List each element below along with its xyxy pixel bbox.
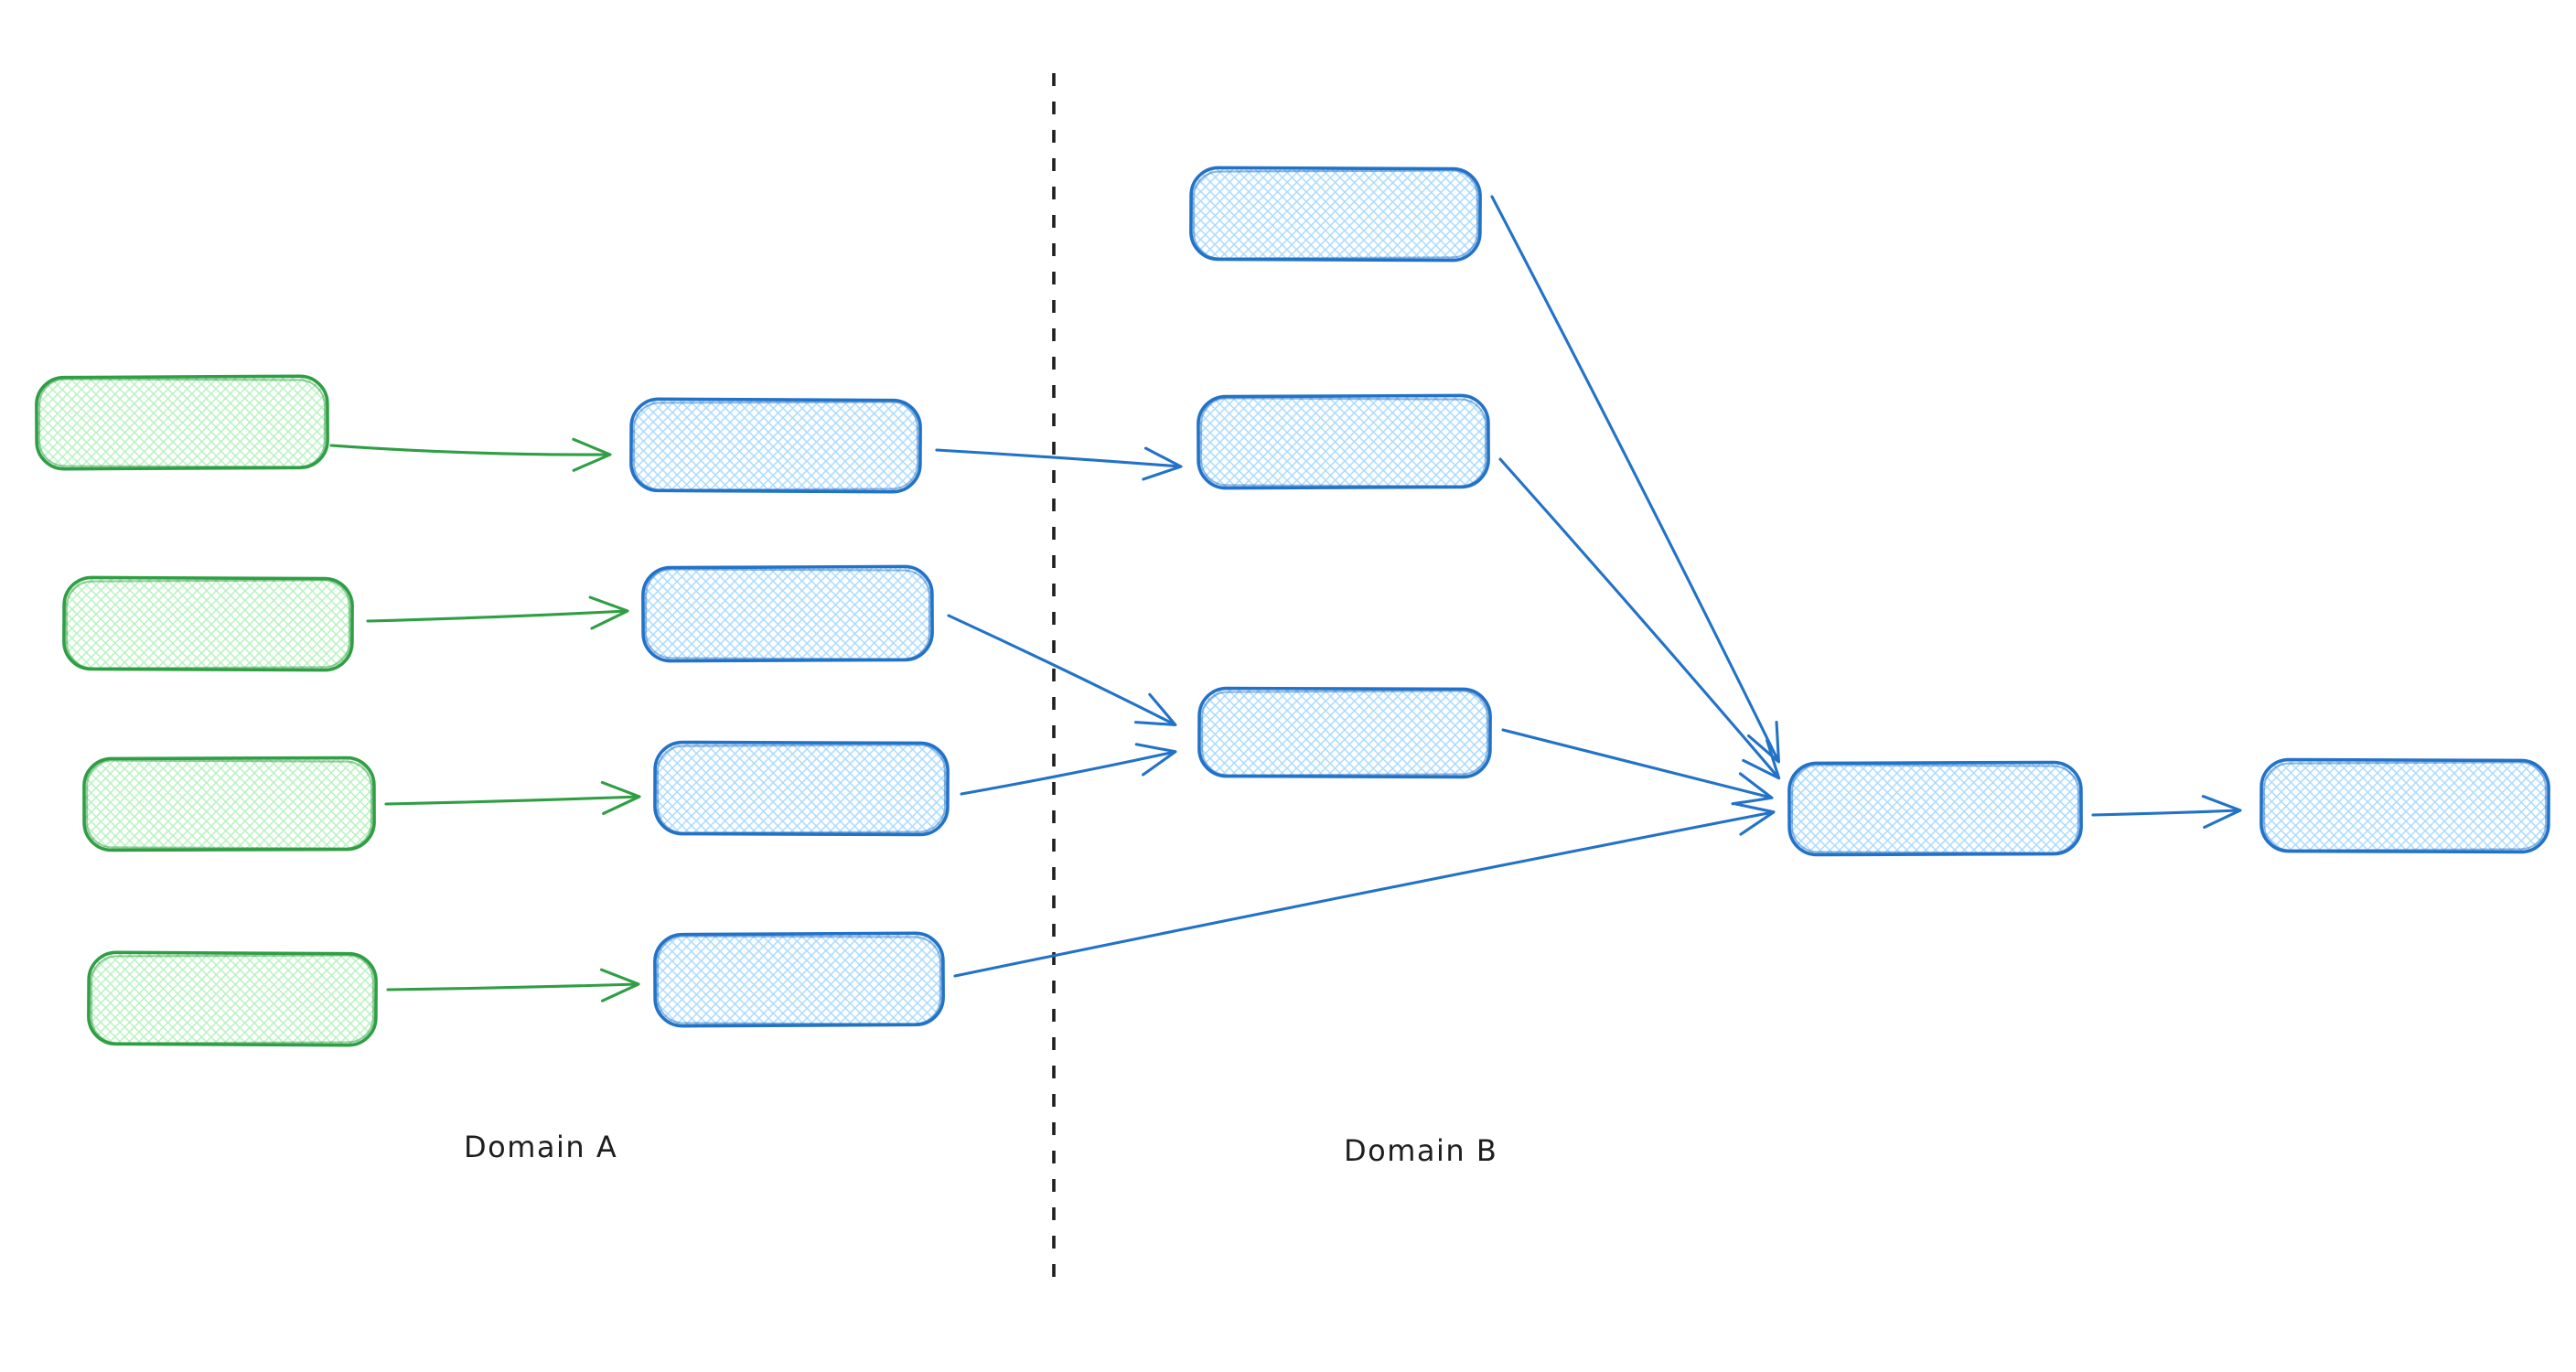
node-a-3-sketch-echo xyxy=(656,744,947,834)
node-b-2-sketch-echo xyxy=(1199,397,1487,488)
domain-b-label: Domain B xyxy=(1344,1133,1497,1168)
node-a-2[interactable] xyxy=(641,564,934,663)
node-green-4[interactable] xyxy=(87,950,378,1047)
node-output-sketch-echo xyxy=(2262,761,2548,852)
arrow-a-1-to-b-2[interactable] xyxy=(935,446,1183,481)
node-b-1[interactable] xyxy=(1189,166,1482,263)
arrow-b-3-to-hub[interactable] xyxy=(1501,728,1774,806)
node-hub[interactable] xyxy=(1787,760,2083,857)
node-hub-body xyxy=(1787,760,2083,857)
node-a-2-body xyxy=(641,564,934,663)
node-green-3-body xyxy=(82,756,376,852)
node-green-3-sketch-echo xyxy=(85,759,373,850)
node-green-2[interactable] xyxy=(62,575,354,672)
arrow-a-2-to-b-3[interactable] xyxy=(947,614,1177,727)
node-a-3[interactable] xyxy=(653,740,950,837)
node-output[interactable] xyxy=(2259,757,2550,854)
node-hub-sketch-echo xyxy=(1790,764,2080,854)
node-green-4-body xyxy=(87,950,378,1047)
arrow-a-4-to-hub[interactable] xyxy=(953,802,1776,978)
arrow-green-2-to-a-2[interactable] xyxy=(366,595,629,630)
node-green-1-body xyxy=(35,374,329,471)
node-b-3-body xyxy=(1197,686,1492,779)
node-a-3-body xyxy=(653,740,950,837)
node-green-2-body xyxy=(62,575,354,672)
node-b-2[interactable] xyxy=(1197,393,1490,490)
node-a-1-body xyxy=(629,397,922,494)
node-b-3-sketch-echo xyxy=(1200,690,1489,777)
node-green-1[interactable] xyxy=(35,374,329,471)
node-b-3[interactable] xyxy=(1197,686,1492,779)
node-a-2-sketch-echo xyxy=(644,568,931,660)
arrow-green-1-to-a-1[interactable] xyxy=(329,437,612,472)
domain-a-label: Domain A xyxy=(464,1130,617,1164)
arrow-a-3-to-b-3[interactable] xyxy=(960,743,1177,796)
node-output-body xyxy=(2259,757,2550,854)
node-b-1-body xyxy=(1189,166,1482,263)
arrow-b-1-to-hub[interactable] xyxy=(1490,195,1780,764)
arrow-hub-to-output[interactable] xyxy=(2091,795,2242,830)
arrow-b-2-to-hub[interactable] xyxy=(1498,457,1781,780)
node-a-1[interactable] xyxy=(629,397,922,494)
node-a-4-sketch-echo xyxy=(656,935,942,1025)
node-green-3[interactable] xyxy=(82,756,376,852)
arrow-green-4-to-a-4[interactable] xyxy=(386,968,640,1002)
node-a-4-body xyxy=(653,931,945,1028)
node-a-4[interactable] xyxy=(653,931,945,1028)
node-b-2-body xyxy=(1197,393,1490,490)
node-green-2-sketch-echo xyxy=(65,579,351,670)
node-b-1-sketch-echo xyxy=(1192,169,1479,260)
arrow-green-3-to-a-3[interactable] xyxy=(384,780,641,816)
node-green-4-sketch-echo xyxy=(90,954,375,1045)
node-a-1-sketch-echo xyxy=(632,401,919,491)
node-green-1-sketch-echo xyxy=(38,378,327,468)
